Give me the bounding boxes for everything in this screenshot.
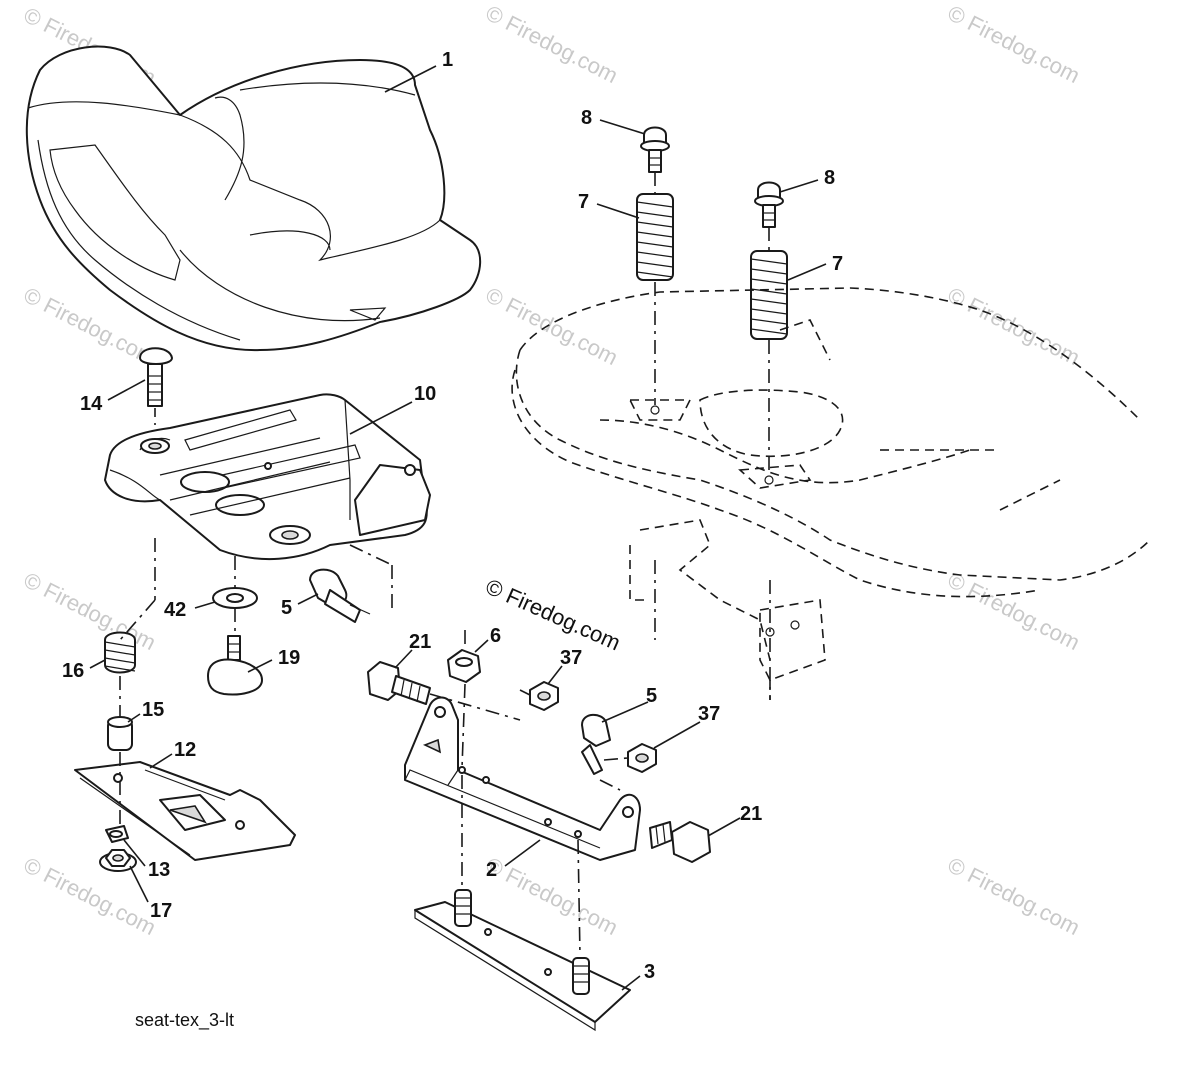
callout-15: 15 [142,699,164,721]
callout-37-upper: 37 [560,647,582,669]
watermark: © Firedog.com [944,0,1084,88]
part-bolt-21-upper[interactable] [367,661,431,705]
part-seat-mount-bracket[interactable] [404,696,641,861]
callout-5-right: 5 [646,685,657,707]
callout-8-left: 8 [581,107,592,129]
part-seat[interactable] [25,45,482,352]
part-spacer[interactable] [107,716,133,751]
assembly-centerlines [119,172,771,957]
callout-7-left: 7 [578,191,589,213]
callout-37-lower: 37 [698,703,720,725]
leader-lines [89,65,827,991]
part-seat-knob[interactable] [207,635,263,696]
callout-17: 17 [150,900,172,922]
callout-5-left: 5 [281,597,292,619]
watermark: © Firedog.com [944,282,1084,370]
part-carriage-bolt[interactable] [139,347,173,407]
part-spring-small[interactable] [104,631,136,674]
watermark: © Firedog.com [482,282,622,370]
part-cable-clip-right[interactable] [581,713,611,775]
part-nut-small[interactable] [105,825,129,843]
reference-frame-outline [511,287,1151,700]
callout-labels: 1 8 8 7 7 14 10 42 5 16 19 21 6 37 5 37 … [62,49,843,983]
callout-6: 6 [490,625,501,647]
center-watermark: © Firedog.com [482,574,624,656]
callout-1: 1 [442,49,453,71]
part-bolt-8-left[interactable] [640,126,670,173]
callout-21-lower: 21 [740,803,762,825]
callout-8-right: 8 [824,167,835,189]
part-stud-plate[interactable] [414,889,631,1032]
part-seat-pan[interactable] [104,393,431,560]
part-cable-clip-left[interactable] [309,568,371,623]
callout-14: 14 [80,393,103,415]
part-flange-nut[interactable] [99,849,137,872]
watermark: © Firedog.com [944,852,1084,940]
watermark: © Firedog.com [20,567,160,655]
callout-7-right: 7 [832,253,843,275]
reference-code: seat-tex_3-lt [135,1010,234,1031]
part-bolt-8-right[interactable] [754,181,784,228]
callout-3: 3 [644,961,655,983]
watermark: © Firedog.com [482,0,622,88]
part-nut-6[interactable] [447,649,481,683]
part-nut-37-lower[interactable] [627,743,657,773]
part-slide-bracket[interactable] [74,761,296,861]
watermark: © Firedog.com [20,852,160,940]
part-bolt-21-lower[interactable] [649,821,711,863]
callout-16: 16 [62,660,84,682]
part-spring-7-right[interactable] [750,250,788,340]
part-spring-7-left[interactable] [636,193,674,281]
callout-10: 10 [414,383,436,405]
part-washer[interactable] [212,587,258,609]
callout-21-upper: 21 [409,631,431,653]
callout-12: 12 [174,739,196,761]
part-nut-37-upper[interactable] [529,681,559,711]
callout-2: 2 [486,859,497,881]
watermark: © Firedog.com [482,852,622,940]
callout-19: 19 [278,647,300,669]
callout-42: 42 [164,599,186,621]
callout-13: 13 [148,859,170,881]
